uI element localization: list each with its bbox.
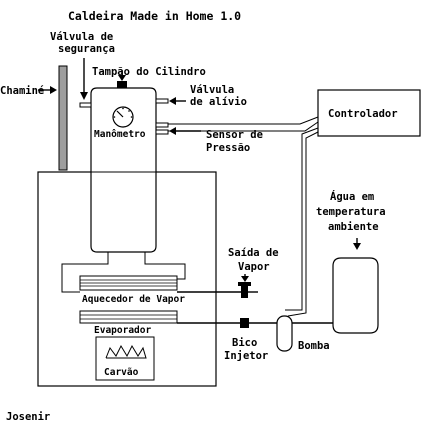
label-bico-2: Injetor [224,350,268,362]
label-carvao: Carvão [104,367,139,378]
label-bomba: Bomba [298,340,330,352]
pressure-sensor-port [155,122,169,128]
arrow-valvula-alivio [169,97,186,105]
label-valvula-seguranca-1: Válvula de [50,31,113,43]
chimney [58,65,68,171]
label-valvula-alivio-2: de alívio [190,96,247,108]
control-wire-b [287,131,319,317]
label-sensor-2: Pressão [206,142,250,154]
label-valvula-seguranca-2: segurança [58,43,115,55]
manometer-needle [116,110,124,118]
label-agua-2: temperatura [316,206,386,218]
label-sensor-1: Sensor de [206,129,263,141]
steam-outlet-valve [241,286,248,298]
arrow-saida-vapor [241,274,249,282]
safety-valve [79,102,92,108]
boiler-cylinder [90,87,157,253]
arrow-sensor [169,127,201,135]
relief-valve [155,98,169,104]
label-autor: Josenir [6,411,50,423]
pressure-sensor-port-2 [155,129,169,135]
label-chamine: Chaminé [0,85,44,97]
label-tampao: Tampão do Cilindro [92,66,206,78]
label-saida-2: Vapor [238,261,270,273]
arrow-tampao [118,70,126,81]
arrow-agua [353,238,361,250]
label-valvula-alivio-1: Válvula [190,84,234,96]
diagram-title: Caldeira Made in Home 1.0 [68,9,241,23]
control-wire-a [285,127,319,311]
flame-icon [105,344,147,359]
label-saida-1: Saída de [228,247,279,259]
sensor-wire-a [168,116,319,125]
pipe-to-heater-right [144,252,186,280]
label-manometro: Manômetro [94,129,146,140]
pipe-to-heater-left [61,252,109,293]
arrow-valvula-seguranca [80,58,88,100]
label-agua-3: ambiente [328,221,379,233]
cylinder-cap [117,81,127,88]
sensor-wire-b [168,121,319,132]
label-controlador: Controlador [328,108,398,120]
arrow-chamine [38,86,57,94]
label-agua-1: Água em [330,190,374,203]
evaporator [79,310,178,324]
label-aquecedor: Aquecedor de Vapor [82,294,185,305]
injector-nozzle [240,318,249,328]
pump [276,315,293,352]
water-tank [332,257,379,334]
label-bico-1: Bico [232,337,257,349]
label-evaporador: Evaporador [94,325,151,336]
controller-box [317,89,421,137]
